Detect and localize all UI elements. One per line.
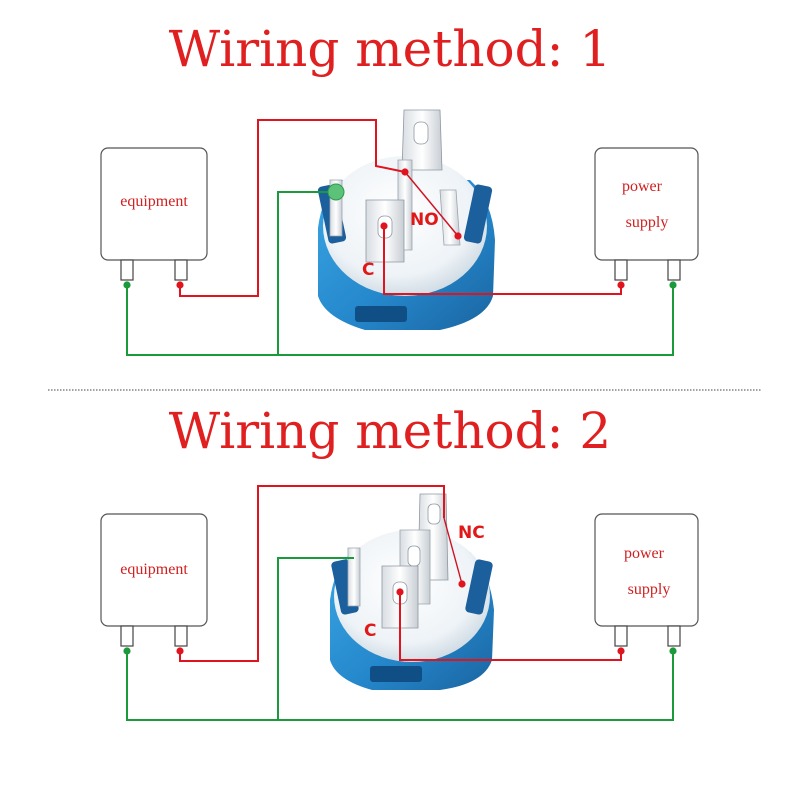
equipment-block: equipment: [100, 513, 208, 647]
push-button-switch: C NO: [317, 109, 495, 330]
equipment-pin-negative: [120, 259, 134, 281]
terminal-nc-label: NC: [458, 523, 485, 543]
dot-led-terminal: [327, 183, 345, 201]
switch-slot: [355, 306, 407, 322]
wire-led-negative: [277, 557, 354, 720]
power-label: power: [622, 178, 663, 195]
dot-nc-link-end: [458, 580, 466, 588]
switch-ridge-right: [463, 184, 493, 244]
wires-1: [126, 119, 674, 356]
power-supply-box: [594, 147, 699, 261]
wiring-method-1: Wiring method: 1 equipment power supply: [100, 20, 699, 356]
power-supply-box: [594, 513, 699, 627]
dot-no-terminal: [401, 168, 409, 176]
equipment-box: [100, 147, 208, 261]
equipment-pin-positive: [174, 625, 188, 647]
wire-led-negative: [277, 191, 336, 355]
dot-supply-positive: [617, 281, 625, 289]
wiring-method-2: Wiring method: 2 equipment power supply: [100, 402, 699, 721]
dot-equipment-negative: [123, 281, 131, 289]
led-tab: [347, 547, 361, 607]
terminal-nc-hole: [427, 503, 441, 525]
wire-no-link: [404, 171, 459, 237]
switch-ridge-right: [465, 559, 493, 615]
dot-c-terminal: [380, 222, 388, 230]
power-supply-block: power supply: [594, 513, 699, 647]
dot-supply-negative: [669, 647, 677, 655]
dot-equipment-positive: [176, 647, 184, 655]
diagram-title: Wiring method: 1: [169, 20, 611, 78]
terminal-no-hole: [413, 121, 429, 145]
dot-equipment-positive: [176, 281, 184, 289]
wire-positive-equipment: [179, 485, 445, 662]
wire-positive-supply: [383, 226, 622, 295]
equipment-box: [100, 513, 208, 627]
power-pin-negative: [667, 259, 681, 281]
diagram-title: Wiring method: 2: [169, 402, 611, 460]
power-label: power: [624, 545, 665, 562]
supply-label: supply: [628, 581, 671, 598]
power-pin-positive: [614, 625, 628, 647]
power-supply-block: power supply: [594, 147, 699, 281]
power-pin-positive: [614, 259, 628, 281]
dot-equipment-negative: [123, 647, 131, 655]
terminal-led-tab: [439, 189, 461, 246]
wire-positive-supply: [399, 592, 622, 661]
wires-2: [126, 485, 674, 721]
dot-supply-positive: [617, 647, 625, 655]
equipment-pin-positive: [174, 259, 188, 281]
switch-slot: [370, 666, 422, 682]
terminal-c-label: C: [364, 621, 376, 641]
dot-supply-negative: [669, 281, 677, 289]
terminal-no-label: NO: [410, 210, 439, 230]
dot-c-terminal: [396, 588, 404, 596]
terminal-no-hole: [407, 545, 421, 567]
push-button-switch: C NC: [330, 493, 494, 690]
equipment-label: equipment: [120, 561, 188, 578]
wire-nc-link: [443, 517, 463, 585]
wire-negative-bus: [126, 651, 674, 721]
dot-no-link-end: [454, 232, 462, 240]
terminal-c-label: C: [362, 260, 374, 280]
wire-positive-equipment: [179, 119, 406, 297]
supply-label: supply: [626, 214, 669, 231]
wire-negative-bus: [126, 285, 674, 356]
equipment-block: equipment: [100, 147, 208, 281]
equipment-label: equipment: [120, 193, 188, 210]
equipment-pin-negative: [120, 625, 134, 647]
power-pin-negative: [667, 625, 681, 647]
